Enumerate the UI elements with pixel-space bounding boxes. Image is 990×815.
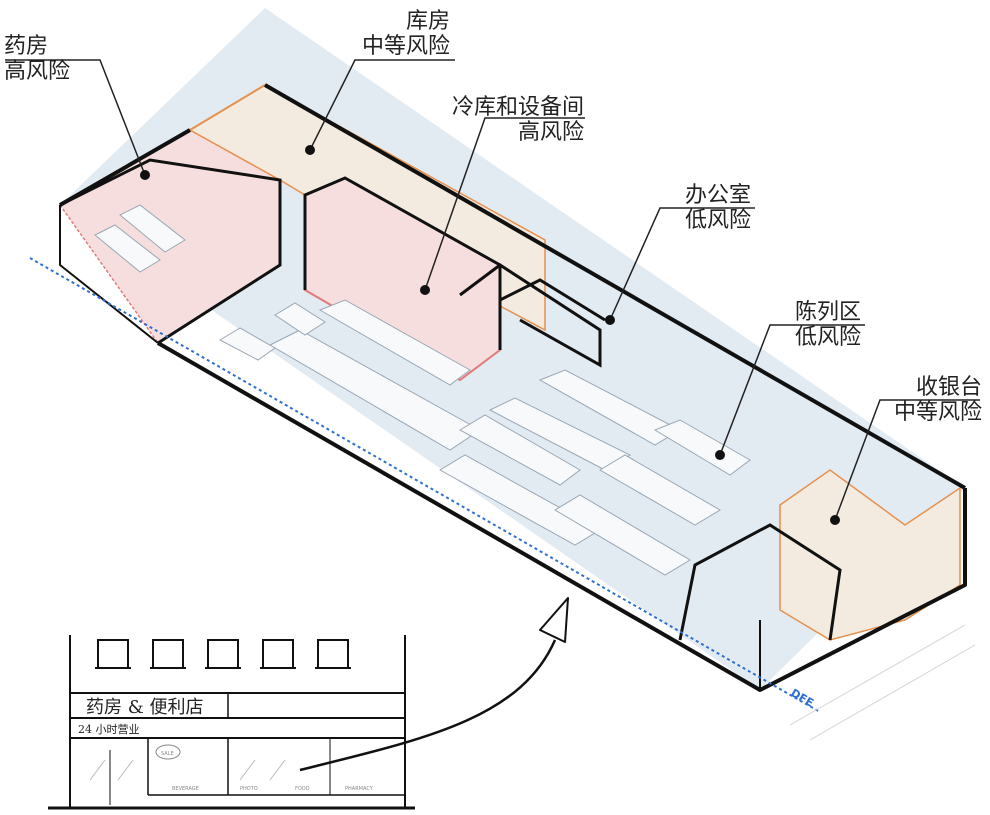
leader-dots <box>140 145 840 525</box>
cold-room-risk: 高风险 <box>517 120 584 145</box>
storage-name: 库房 <box>405 9 450 34</box>
pharmacy-label: 药房 高风险 <box>4 34 70 84</box>
checkout-zone <box>779 469 961 641</box>
dfe-line <box>29 257 821 713</box>
cold-room-name: 冷库和设备间 <box>451 95 584 120</box>
storage-risk: 中等风险 <box>361 34 450 59</box>
storefront-sign: 药房 & 便利店 <box>86 697 203 718</box>
inner-walls <box>59 158 842 641</box>
arrow-head-icon <box>539 597 569 643</box>
window-tag-food: FOOD <box>295 786 310 792</box>
checkout-risk: 中等风险 <box>893 400 982 425</box>
checkout-label: 收银台 中等风险 <box>894 375 982 425</box>
sidewalk-lines <box>789 624 976 741</box>
storefront-hours: 24 小时营业 <box>78 722 140 736</box>
storage-label: 库房 中等风险 <box>362 9 450 59</box>
office-name: 办公室 <box>685 183 752 208</box>
cold-room-label: 冷库和设备间 高风险 <box>452 95 584 145</box>
display-risk: 低风险 <box>795 325 862 350</box>
office-risk: 低风险 <box>685 208 752 233</box>
checkout-name: 收银台 <box>915 375 982 400</box>
display-shelves <box>94 204 751 576</box>
storefront-elevation: 药房 & 便利店 24 小时营业 SALE BEVERAGE PHOTO FOO… <box>48 635 415 810</box>
pharmacy-risk: 高风险 <box>4 59 71 84</box>
window-tag-photo: PHOTO <box>240 786 258 792</box>
display-name: 陈列区 <box>795 300 862 325</box>
display-label: 陈列区 低风险 <box>795 300 861 350</box>
leader-lines <box>5 59 980 521</box>
window-tag-sale: SALE <box>161 751 174 757</box>
exterior-walls <box>59 83 967 692</box>
window-tag-pharmacy: PHARMACY <box>345 786 374 792</box>
window-tag-beverage: BEVERAGE <box>172 786 199 792</box>
office-label: 办公室 低风险 <box>685 183 751 233</box>
curved-arrow <box>299 639 557 772</box>
pharmacy-name: 药房 <box>4 34 49 59</box>
